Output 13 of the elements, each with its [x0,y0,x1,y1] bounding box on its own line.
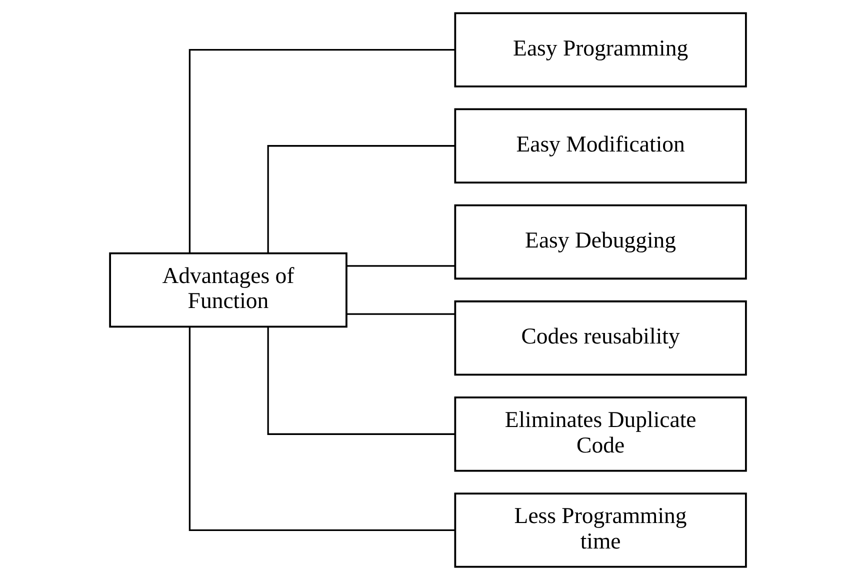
node-box: Easy Programming [454,12,746,88]
connector [188,327,455,532]
connector [188,48,455,253]
node-box: Easy Debugging [454,204,746,280]
node-box: Advantages of Function [108,252,347,328]
node-box: Less Programming time [454,492,746,568]
connector [266,145,454,254]
node-box: Codes reusability [454,300,746,376]
connector [346,265,455,267]
connector [266,326,454,435]
node-box: Easy Modification [454,108,746,184]
connector [346,313,455,315]
node-box: Eliminates Duplicate Code [454,396,746,472]
